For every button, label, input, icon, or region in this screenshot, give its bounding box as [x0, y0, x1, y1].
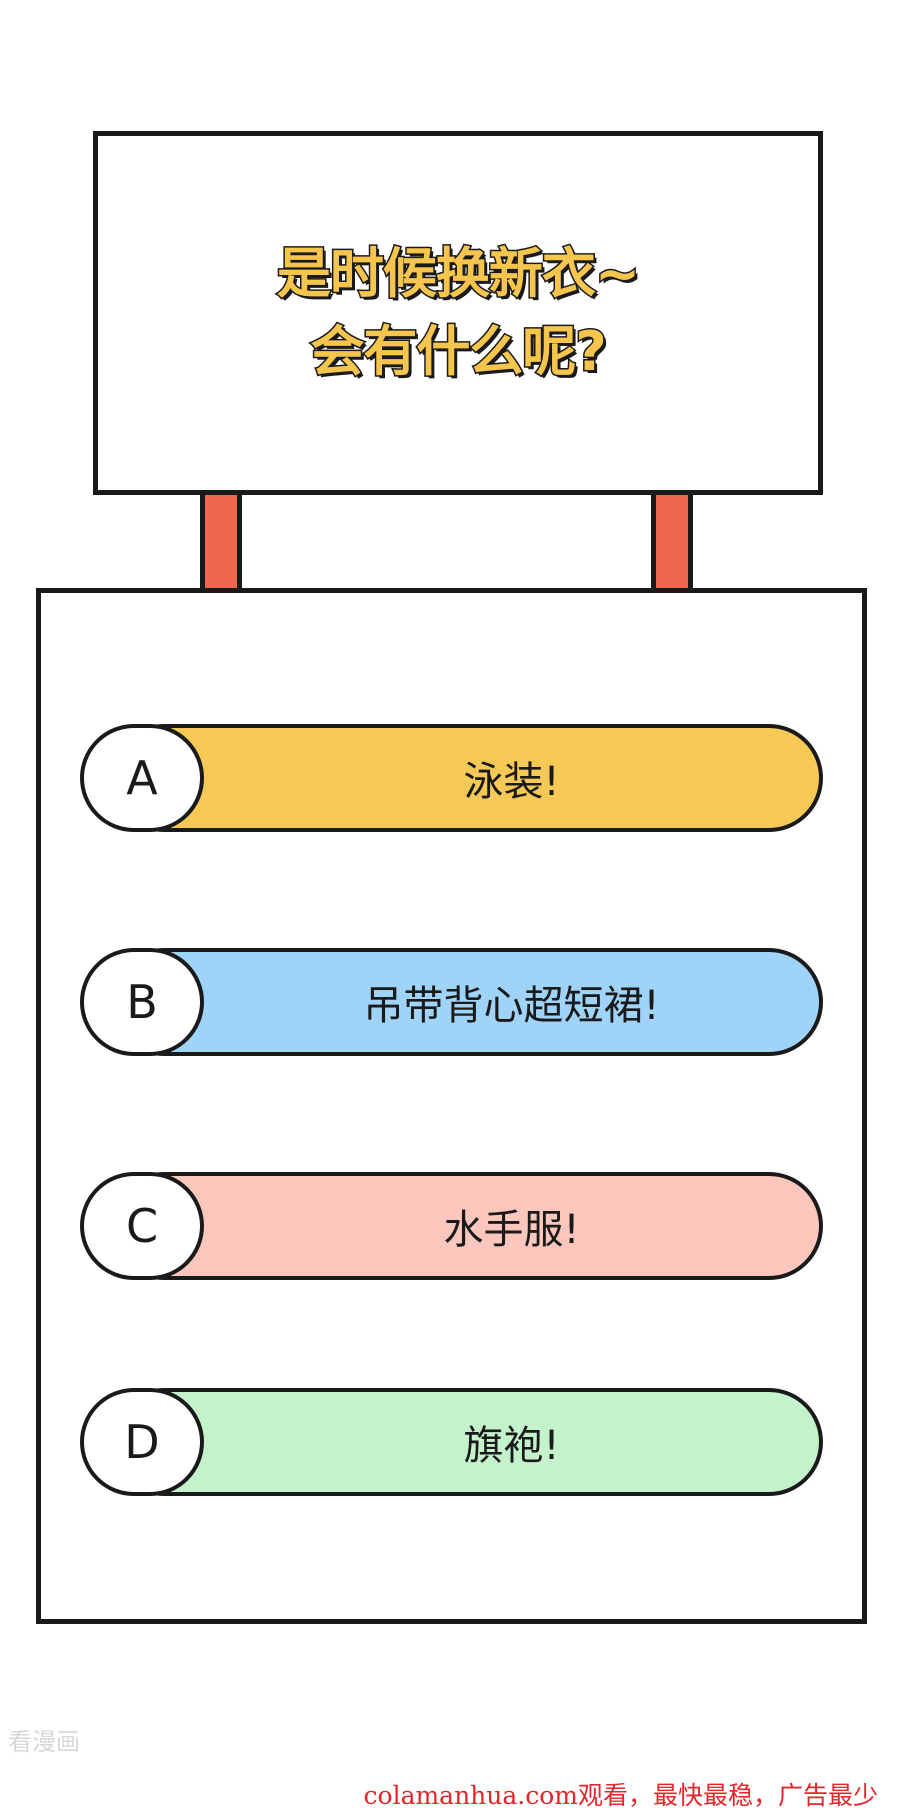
watermark-text: 看漫画	[8, 1728, 80, 1756]
option-b[interactable]: 吊带背心超短裙! B	[80, 948, 823, 1056]
option-d-pill[interactable]: 旗袍!	[110, 1388, 823, 1496]
option-a-letter: A	[80, 724, 204, 832]
option-b-pill[interactable]: 吊带背心超短裙!	[110, 948, 823, 1056]
footer-ad-text: colamanhua.com观看，最快最稳，广告最少	[363, 1781, 878, 1810]
option-a-pill[interactable]: 泳装!	[110, 724, 823, 832]
option-c-letter: C	[80, 1172, 204, 1280]
sign-post-left	[200, 495, 242, 591]
sign-title-line-1: 是时候换新衣~	[275, 241, 641, 307]
sign-title-line-2: 会有什么呢?	[309, 319, 608, 385]
sign-post-right	[651, 495, 693, 591]
option-a[interactable]: 泳装! A	[80, 724, 823, 832]
option-b-letter: B	[80, 948, 204, 1056]
option-d-letter: D	[80, 1388, 204, 1496]
option-c[interactable]: 水手服! C	[80, 1172, 823, 1280]
option-c-pill[interactable]: 水手服!	[110, 1172, 823, 1280]
option-d[interactable]: 旗袍! D	[80, 1388, 823, 1496]
sign-board: 是时候换新衣~ 会有什么呢?	[93, 131, 823, 495]
